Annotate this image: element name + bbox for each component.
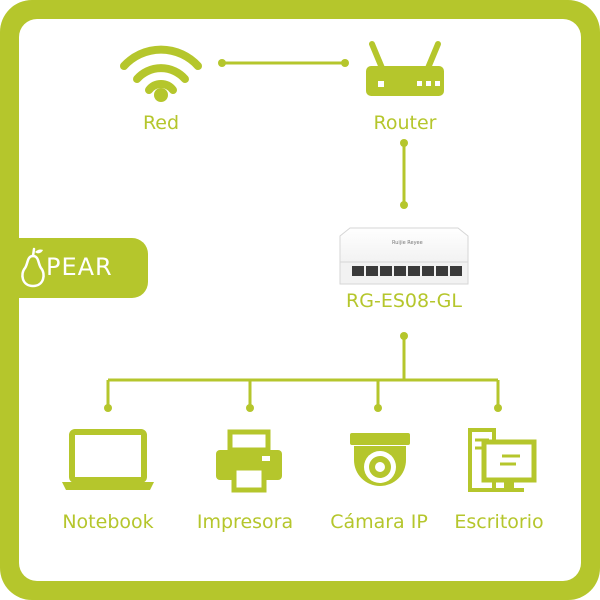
camera-icon — [350, 433, 410, 486]
network-switch-icon: Ruijie Reyee — [339, 227, 469, 285]
node-label-red: Red — [142, 112, 180, 134]
wifi-icon — [120, 45, 202, 102]
brand-tab: PEAR — [0, 238, 148, 298]
node-label-router: Router — [373, 112, 437, 134]
pear-icon — [21, 247, 45, 288]
svg-text:Ruijie Reyee: Ruijie Reyee — [392, 240, 423, 246]
printer-icon — [216, 429, 282, 493]
node-label-impresora: Impresora — [196, 511, 294, 533]
connectors — [104, 59, 502, 412]
connector-switch-devices — [104, 332, 502, 412]
node-label-camara: Cámara IP — [330, 511, 428, 533]
brand-name: PEAR — [46, 253, 113, 281]
laptop-icon — [62, 429, 154, 490]
node-label-notebook: Notebook — [62, 511, 154, 533]
node-label-switch: RG-ES08-GL — [346, 290, 462, 312]
node-label-escritorio: Escritorio — [454, 511, 544, 533]
router-icon — [366, 41, 444, 96]
desktop-computer-icon — [468, 428, 537, 492]
